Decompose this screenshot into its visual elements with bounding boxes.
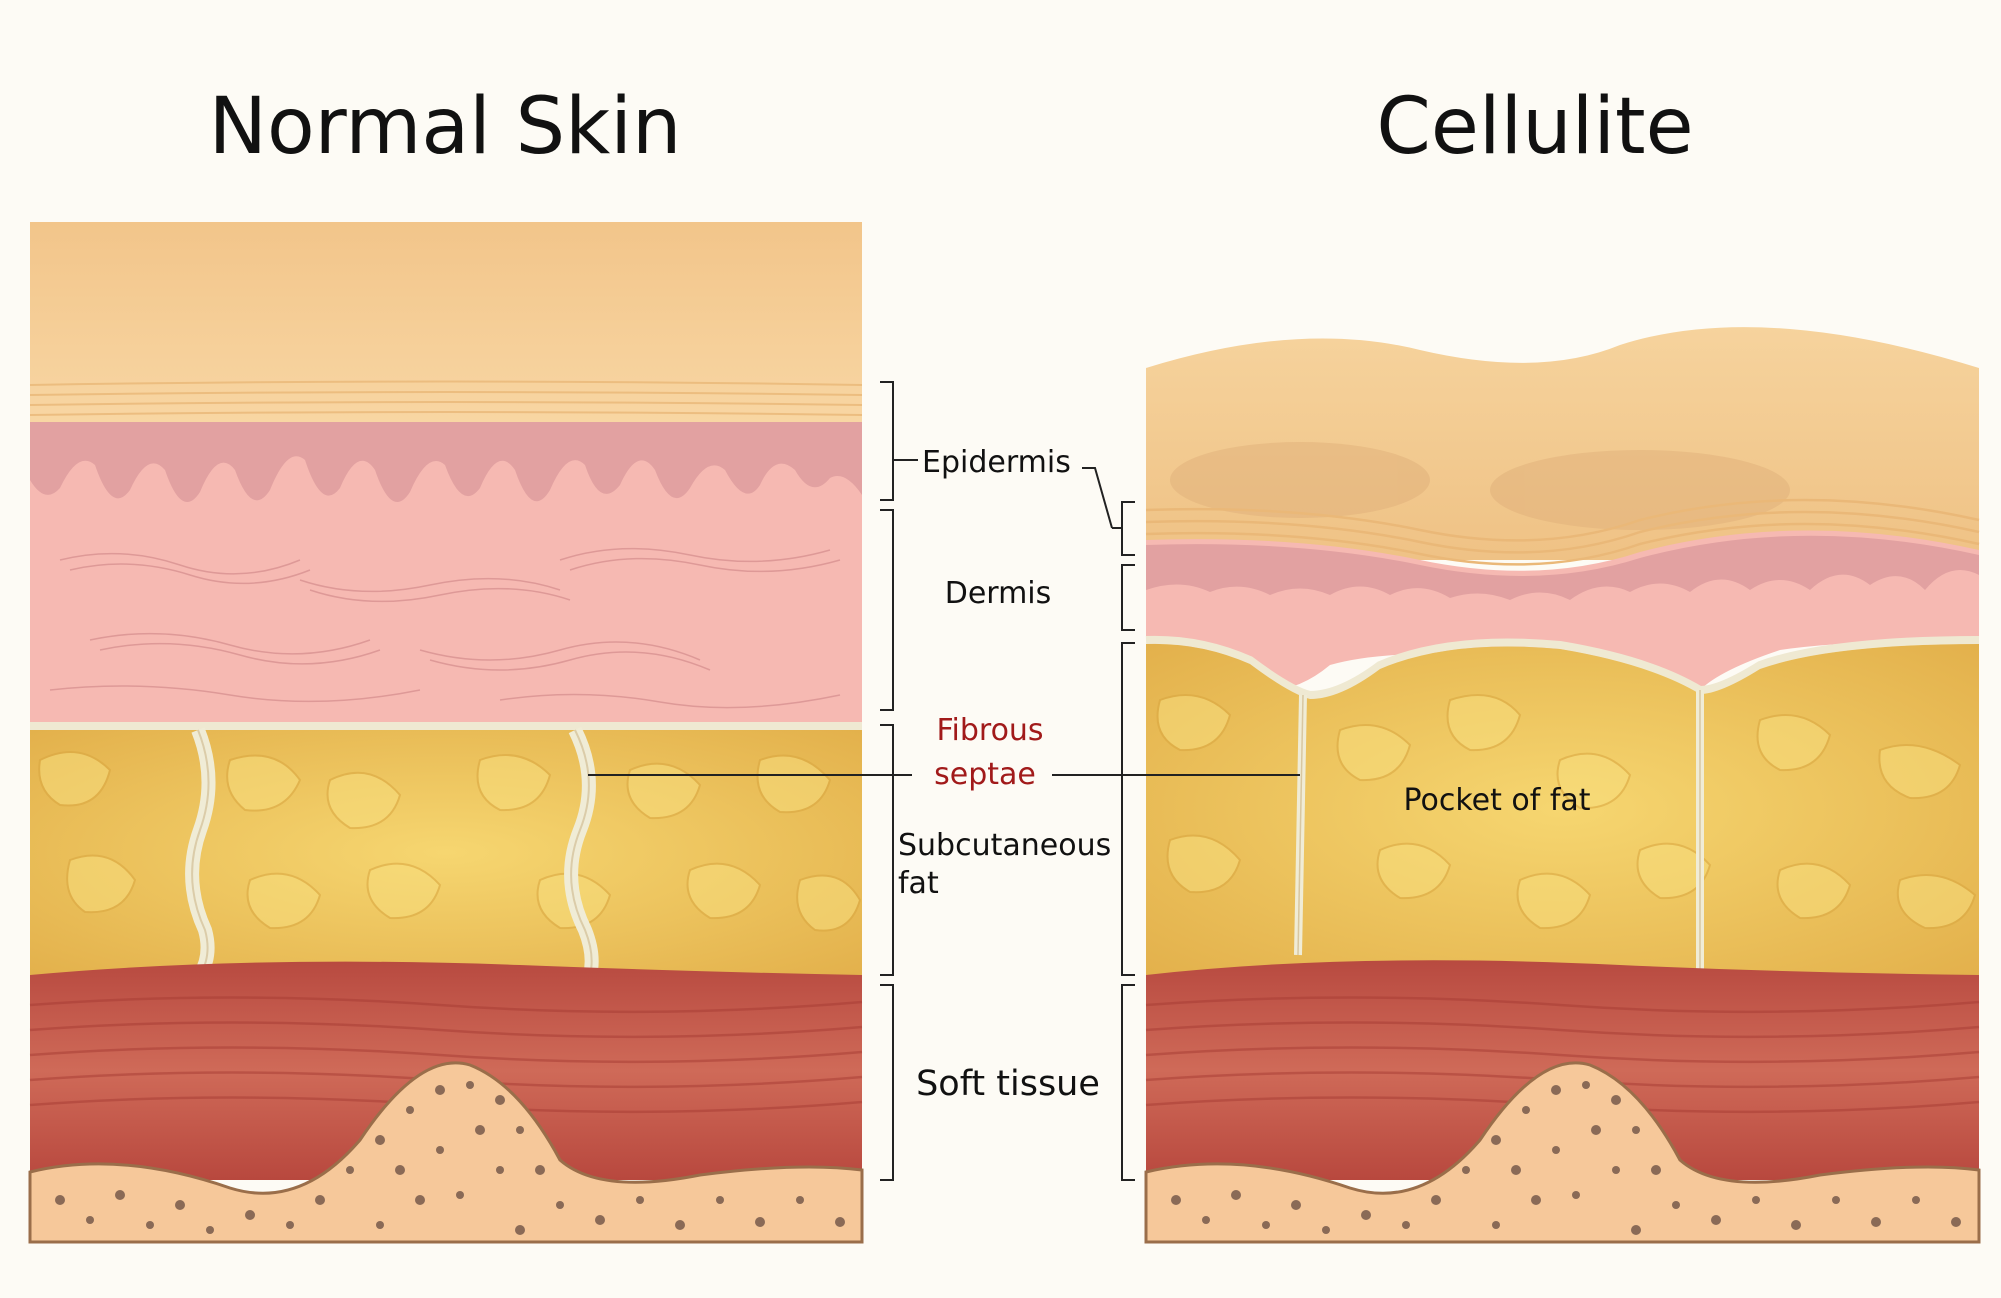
bracket-subcutaneous-left bbox=[880, 724, 894, 976]
bracket-dermis-left bbox=[880, 509, 894, 711]
cellulite-fibrous-septae bbox=[1294, 690, 1704, 975]
leader-epidermis-right bbox=[1082, 467, 1113, 529]
label-brackets bbox=[588, 381, 1300, 1181]
normal-fat-cells bbox=[38, 751, 862, 932]
bracket-epidermis-left bbox=[880, 381, 918, 501]
label-soft-tissue: Soft tissue bbox=[916, 1064, 1100, 1104]
bracket-dermis-right bbox=[1121, 564, 1135, 631]
label-epidermis: Epidermis bbox=[922, 445, 1071, 480]
normal-bone-layer bbox=[28, 1061, 864, 1244]
label-pocket-of-fat: Pocket of fat bbox=[1403, 783, 1590, 818]
bracket-epidermis-right bbox=[1112, 501, 1135, 556]
label-subcutaneous-fat-line2: fat bbox=[898, 866, 939, 901]
cellulite-dermis-fat-boundary bbox=[1145, 635, 1980, 700]
normal-epidermis-layer bbox=[30, 222, 862, 422]
normal-epidermis-stripes bbox=[29, 380, 863, 416]
title-cellulite: Cellulite bbox=[1376, 82, 1693, 172]
label-dermis: Dermis bbox=[945, 576, 1052, 611]
cellulite-panel bbox=[1144, 327, 1981, 1244]
normal-dermal-papillae bbox=[30, 422, 862, 503]
cellulite-epidermis-shading bbox=[1170, 442, 1790, 530]
normal-dermis-fibers bbox=[49, 547, 841, 709]
bracket-soft-tissue-left bbox=[880, 984, 894, 1181]
bracket-soft-tissue-right bbox=[1121, 984, 1135, 1181]
normal-subcutaneous-fat-layer bbox=[30, 730, 862, 975]
cellulite-bone-layer bbox=[1144, 1061, 1981, 1244]
label-fibrous-septae-line1: Fibrous bbox=[936, 713, 1043, 748]
label-fibrous-septae-line2: septae bbox=[934, 757, 1036, 792]
cellulite-epidermis-stripes bbox=[1145, 498, 1980, 566]
label-subcutaneous-fat-line1: Subcutaneous bbox=[898, 828, 1111, 863]
cellulite-fat-cells bbox=[1156, 694, 1977, 930]
cellulite-bone-pores bbox=[1171, 1081, 1961, 1235]
cellulite-dermal-papillae bbox=[1146, 535, 1979, 600]
normal-skin-panel bbox=[28, 222, 864, 1244]
normal-bone-pores bbox=[55, 1081, 845, 1235]
bracket-subcutaneous-right bbox=[1121, 642, 1135, 976]
title-normal-skin: Normal Skin bbox=[209, 82, 682, 172]
